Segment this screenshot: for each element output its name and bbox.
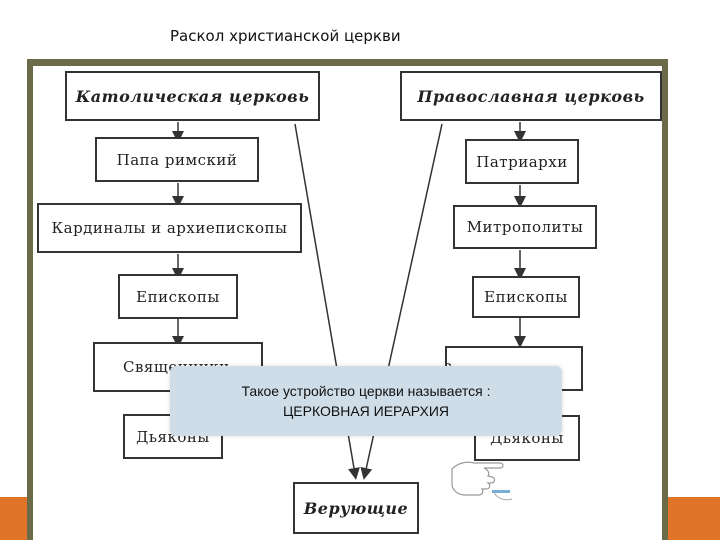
hierarchy-callout: Такое устройство церкви называется : ЦЕР… <box>170 366 562 436</box>
orthodox-bishops-box: Епископы <box>472 276 580 318</box>
catholic-church-box: Католическая церковь <box>65 71 320 121</box>
patriarchs-box: Патриархи <box>465 139 579 184</box>
slide-title: Раскол христианской церкви <box>170 27 401 45</box>
cardinals-box: Кардиналы и архиепископы <box>37 203 302 253</box>
callout-line-2: ЦЕРКОВНАЯ ИЕРАРХИЯ <box>282 403 450 419</box>
pope-box: Папа римский <box>95 137 259 182</box>
metropolitans-box: Митрополиты <box>453 205 597 249</box>
catholic-bishops-box: Епископы <box>118 274 238 319</box>
pointing-hand-icon <box>448 455 514 509</box>
believers-box: Верующие <box>293 482 419 534</box>
hierarchy-diagram: Католическая церковь Папа римский Кардин… <box>33 66 662 540</box>
orthodox-church-box: Православная церковь <box>400 71 662 121</box>
callout-line-1: Такое устройство церкви называется : <box>241 383 491 399</box>
